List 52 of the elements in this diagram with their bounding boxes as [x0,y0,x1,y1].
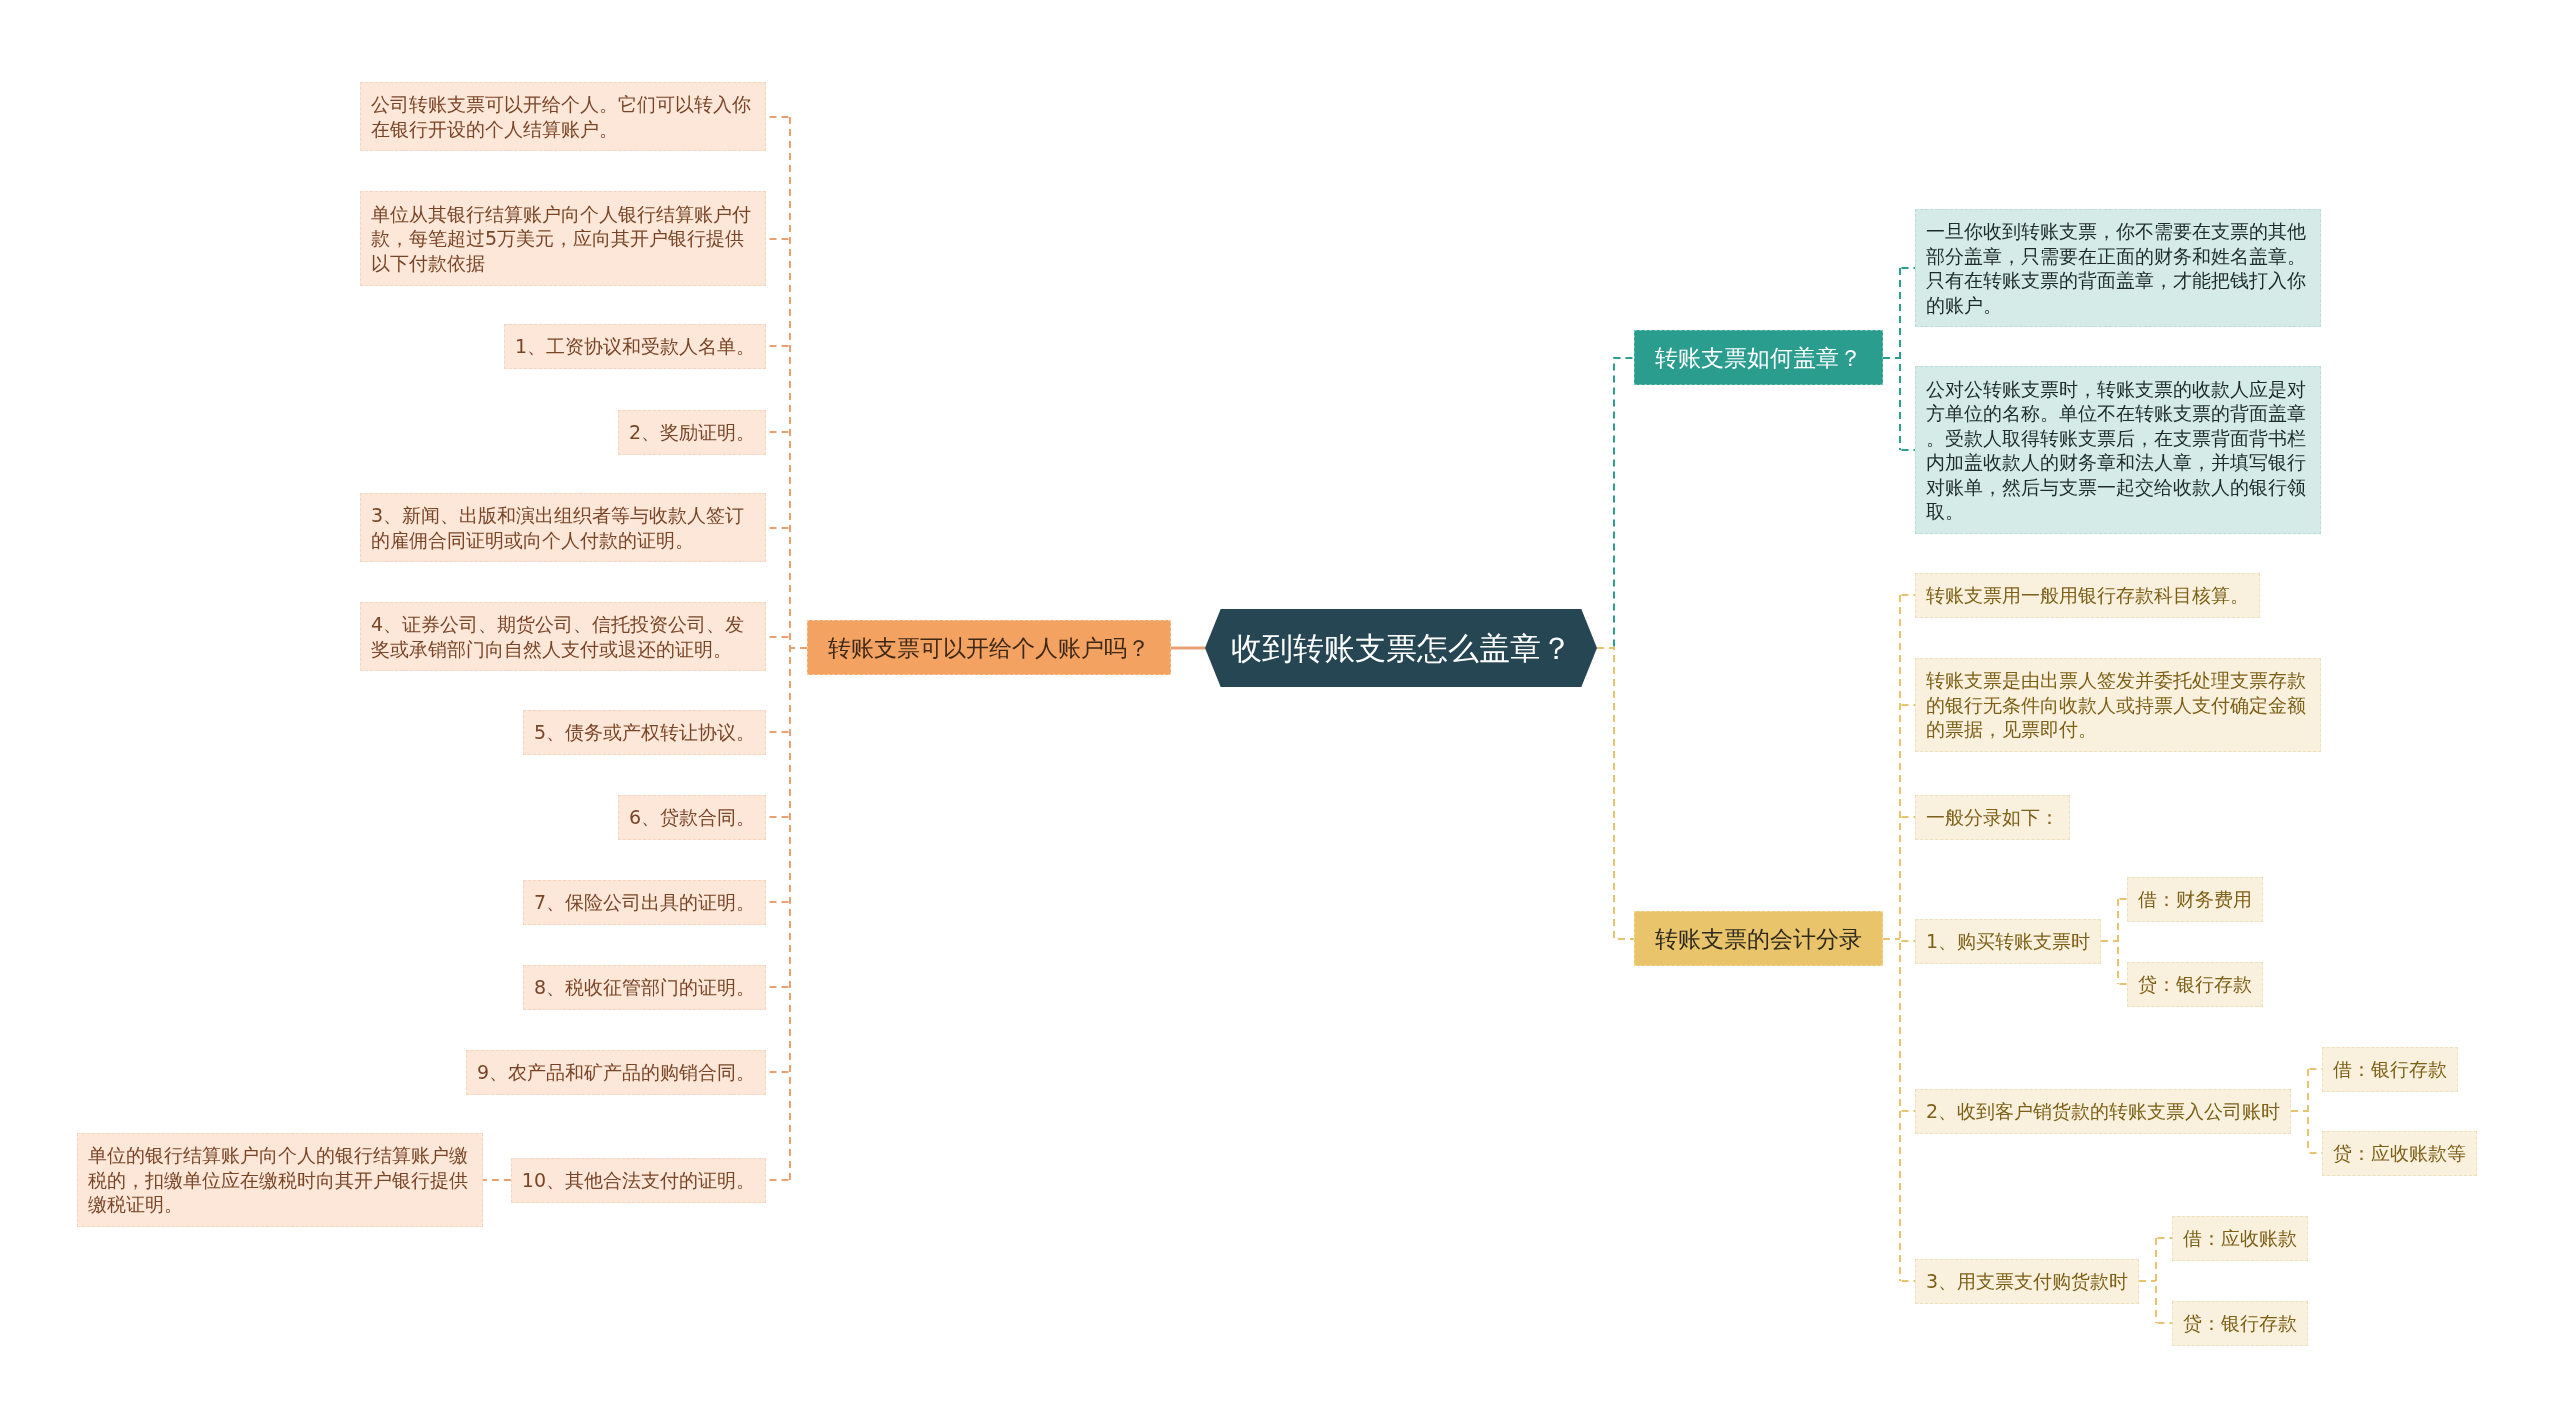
note-box: 贷：银行存款 [2127,962,2263,1007]
note-box: 公对公转账支票时，转账支票的收款人应是对方单位的名称。单位不在转账支票的背面盖章。受款人取得转账支票后，在支票背面背书栏内加盖收款人的财务章和法人章，并填写银行对账单，然后与支票一起交给收款人的银行领取。 [1915,366,2321,534]
note-box: 借：银行存款 [2322,1047,2458,1092]
note-box: 贷：应收账款等 [2322,1131,2477,1176]
note-box: 借：应收账款 [2172,1216,2308,1261]
central-topic-hexagon: 收到转账支票怎么盖章？ [1205,609,1597,687]
note-box: 单位从其银行结算账户向个人银行结算账户付款，每笔超过5万美元，应向其开户银行提供以下付款依据 [360,191,766,286]
connector-line [1900,1280,1916,1282]
note-box: 8、税收征管部门的证明。 [522,965,766,1010]
connector-line [1900,1110,1916,1112]
connector-line [1900,704,1916,706]
connector-line [2156,1237,2173,1239]
note-box: 1、工资协议和受款人名单。 [503,324,766,369]
note-box: 一般分录如下： [1915,795,2070,840]
branch-topic-box: 转账支票如何盖章？ [1634,330,1883,385]
note-box: 借：财务费用 [2127,877,2263,922]
connector-line [1900,449,1916,451]
note-box: 转账支票用一般用银行存款科目核算。 [1915,573,2260,618]
note-box: 7、保险公司出具的证明。 [522,880,766,925]
note-box: 3、用支票支付购货款时 [1915,1259,2140,1304]
note-box: 4、证券公司、期货公司、信托投资公司、发奖或承销部门向自然人支付或退还的证明。 [360,602,766,671]
note-box: 10、其他合法支付的证明。 [510,1158,766,1203]
connector-trunk [1882,267,1901,451]
connector-line [1171,646,1205,650]
connector-trunk [789,116,808,1181]
note-box: 贷：银行存款 [2172,1301,2308,1346]
connector-line [1900,267,1916,269]
note-box: 2、奖励证明。 [617,410,766,455]
note-box: 公司转账支票可以开给个人。它们可以转入你在银行开设的个人结算账户。 [360,82,766,151]
note-box: 1、购买转账支票时 [1915,919,2102,964]
connector-line [1900,940,1916,942]
connector-line [2156,1322,2173,1324]
branch-topic-box: 转账支票可以开给个人账户吗？ [807,620,1171,675]
note-box: 6、贷款合同。 [617,795,766,840]
connector-line [2118,898,2128,900]
connector-line [1900,816,1916,818]
note-box: 5、债务或产权转让协议。 [522,710,766,755]
connector-trunk [1882,594,1901,1282]
connector-line [1613,357,1635,648]
connector-trunk [2100,898,2119,985]
connector-line [1900,594,1916,596]
note-box: 2、收到客户销货款的转账支票入公司账时 [1915,1089,2292,1134]
connector-line [1596,647,1635,940]
note-box: 转账支票是由出票人签发并委托处理支票存款的银行无条件向收款人或持票人支付确定金额的票据，见票即付。 [1915,658,2321,752]
note-box: 单位的银行结算账户向个人的银行结算账户缴税的，扣缴单位应在缴税时向其开户银行提供缴税证明。 [77,1133,483,1227]
note-box: 3、新闻、出版和演出组织者等与收款人签订的雇佣合同证明或向个人付款的证明。 [360,493,766,562]
connector-line [2118,983,2128,985]
note-box: 9、农产品和矿产品的购销合同。 [465,1050,766,1095]
note-box: 一旦你收到转账支票，你不需要在支票的其他部分盖章，只需要在正面的财务和姓名盖章。只有在转账支票的背面盖章，才能把钱打入你的账户。 [1915,209,2321,327]
connector-line [482,1179,512,1181]
branch-topic-box: 转账支票的会计分录 [1634,911,1883,966]
connector-trunk [2138,1237,2157,1324]
